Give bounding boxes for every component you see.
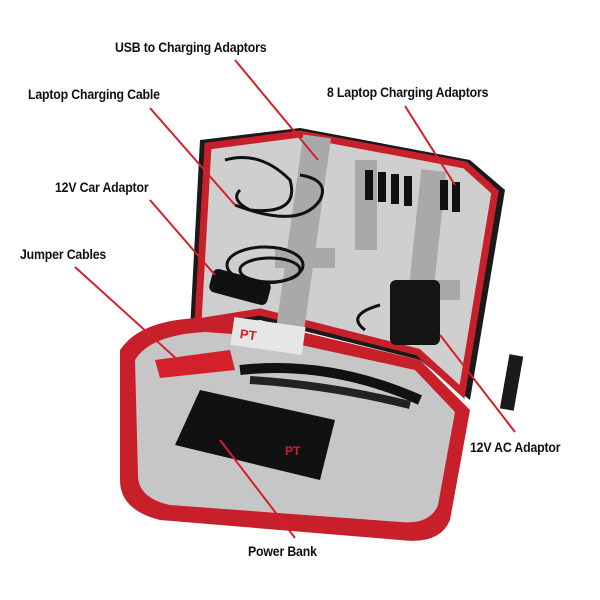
strap xyxy=(407,169,447,302)
logo-flap xyxy=(230,317,306,355)
label-car-adaptor: 12V Car Adaptor xyxy=(55,179,149,195)
small-adaptors xyxy=(365,170,460,212)
car-adaptor-shape xyxy=(209,268,271,306)
svg-text:PT: PT xyxy=(239,326,258,343)
label-power-bank: Power Bank xyxy=(248,543,317,559)
label-ac-adaptor: 12V AC Adaptor xyxy=(470,439,561,455)
label-usb-adaptors: USB to Charging Adaptors xyxy=(115,39,267,55)
label-laptop-cable: Laptop Charging Cable xyxy=(28,86,160,102)
cables xyxy=(224,156,381,332)
jumper-clamp xyxy=(155,350,235,378)
power-bank-shape xyxy=(175,390,335,480)
strap xyxy=(275,134,332,337)
ac-adaptor-shape xyxy=(390,280,440,345)
label-jumper-cables: Jumper Cables xyxy=(20,246,107,262)
leader-lines xyxy=(74,59,516,539)
label-laptop-adaptors: 8 Laptop Charging Adaptors xyxy=(327,84,489,100)
svg-text:PT: PT xyxy=(285,444,301,458)
wrist-strap xyxy=(499,354,524,411)
